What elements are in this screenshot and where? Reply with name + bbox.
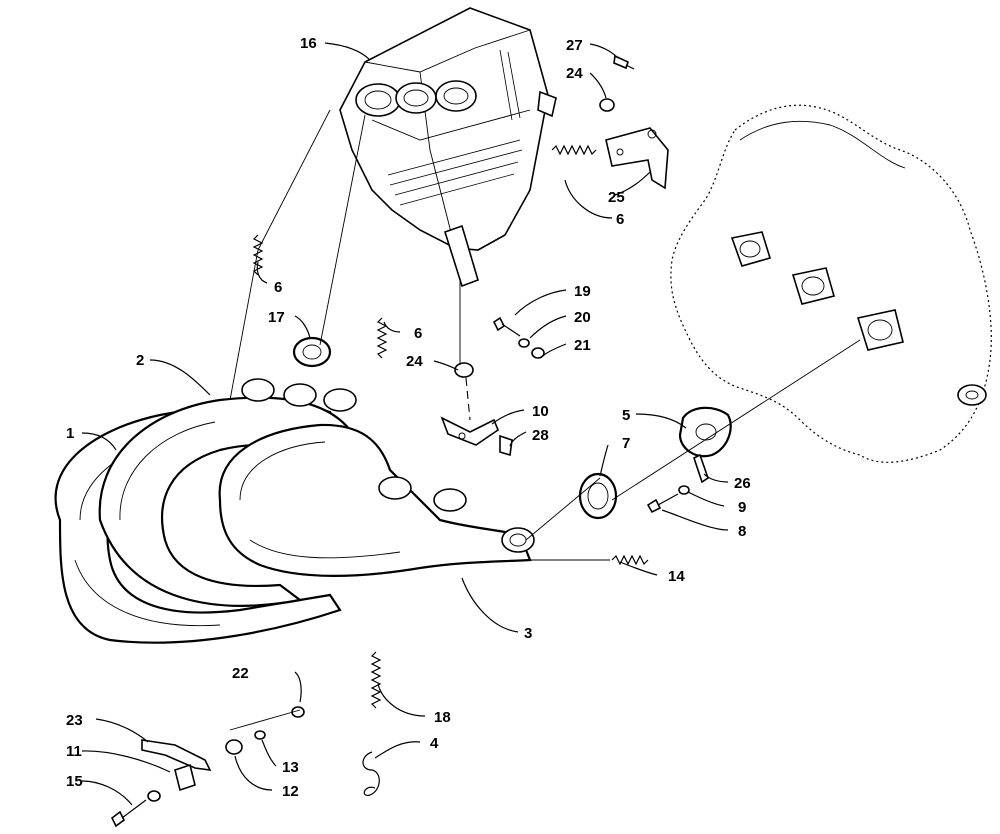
leader-lines (81, 42, 729, 806)
spring-middle (376, 317, 388, 359)
mounting-plate-23 (141, 739, 212, 771)
callout-24-lower: 24 (406, 353, 423, 370)
callout-12: 12 (282, 783, 299, 800)
callout-6-middle: 6 (414, 325, 422, 342)
callout-21: 21 (574, 337, 591, 354)
callout-13: 13 (282, 759, 299, 776)
callout-28: 28 (532, 427, 549, 444)
bolt-8 (646, 493, 679, 514)
bolt-bracket (499, 434, 513, 457)
spring-left (252, 234, 264, 276)
upper-mounting-bracket (605, 127, 669, 190)
spring-18 (370, 651, 382, 709)
spring-upper-right (551, 144, 597, 156)
callout-11: 11 (66, 743, 82, 760)
gasket-silencer (292, 336, 332, 368)
washer-9 (678, 485, 690, 495)
exhaust-pipe-front (218, 423, 532, 577)
spring-14 (611, 554, 649, 566)
bolt-upper (613, 54, 635, 70)
grommet-11 (174, 763, 196, 792)
callout-27: 27 (566, 37, 583, 54)
callout-8: 8 (738, 523, 746, 540)
cap-screw-19 (492, 316, 521, 337)
silencer-canister (339, 7, 557, 288)
callout-26: 26 (734, 475, 751, 492)
callout-19: 19 (574, 283, 591, 300)
callout-16: 16 (300, 35, 317, 52)
callout-15: 15 (66, 773, 83, 790)
engine-output-shaft (957, 384, 987, 406)
callout-17: 17 (268, 309, 285, 326)
exhaust-pipe-center (98, 396, 352, 607)
grommet-upper (599, 98, 615, 112)
callout-7: 7 (622, 435, 630, 452)
exhaust-port-2 (791, 267, 835, 305)
callout-9: 9 (738, 499, 746, 516)
lock-washer-20 (518, 338, 530, 348)
callout-10: 10 (532, 403, 549, 420)
assembly-lines (229, 109, 861, 731)
seal-ring (578, 472, 618, 520)
callout-1: 1 (66, 425, 74, 442)
callout-22: 22 (232, 665, 249, 682)
lower-mounting-bracket (440, 416, 499, 446)
bolt-15 (110, 799, 147, 828)
callout-25: 25 (608, 189, 625, 206)
callout-labels: 1 2 3 4 5 6 6 6 6 7 8 9 10 11 12 13 14 1… (66, 35, 751, 800)
exhaust-coupler (678, 406, 732, 458)
washer-15 (147, 790, 161, 802)
engine-block-outline (670, 104, 992, 463)
nut-21 (531, 347, 545, 359)
callout-20: 20 (574, 309, 591, 326)
callout-5: 5 (622, 407, 630, 424)
callout-23: 23 (66, 712, 83, 729)
clip-4 (362, 751, 380, 796)
callout-6-left: 6 (274, 279, 282, 296)
callout-24-upper: 24 (566, 65, 583, 82)
grommet-lower (454, 362, 474, 378)
callout-2: 2 (136, 352, 144, 369)
callout-4: 4 (430, 735, 439, 752)
callout-14: 14 (668, 568, 685, 585)
bracket-26 (693, 453, 709, 484)
exhaust-port-1 (730, 231, 772, 267)
pipe-flanges (241, 378, 535, 553)
spacer-13 (254, 730, 266, 740)
exhaust-port-3 (856, 309, 904, 351)
callout-3: 3 (524, 625, 532, 642)
callout-18: 18 (434, 709, 451, 726)
washer-12 (225, 739, 243, 755)
callout-6-upper: 6 (616, 211, 624, 228)
